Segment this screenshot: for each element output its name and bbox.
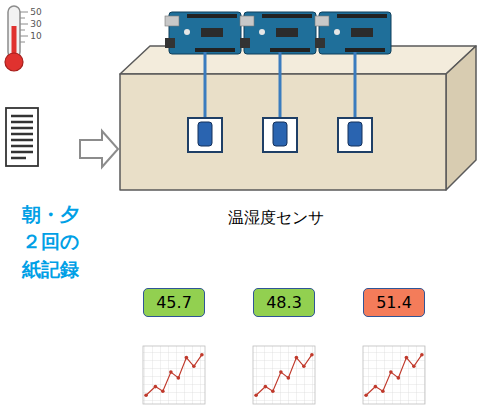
sensor-module [263,118,297,152]
paper-document-icon [6,108,38,166]
value-text: 51.4 [376,293,412,312]
sensor-cable [204,52,207,122]
sensor-module [188,118,222,152]
scale-mark: 30 [30,19,41,30]
trend-chart [253,346,315,404]
trend-chart [363,346,425,404]
arduino-board [165,12,241,54]
sensor-module [338,118,372,152]
value-text: 48.3 [266,293,302,312]
sensor-cable [279,52,282,122]
arduino-board [315,12,391,54]
value-box: 48.3 [253,288,315,317]
thermometer-icon [5,6,28,71]
value-text: 45.7 [156,293,192,312]
value-box: 45.7 [143,288,205,317]
sensor-label: 温湿度センサ [228,208,324,227]
sensor-cable [354,52,357,122]
trend-chart [143,346,205,404]
value-box: 51.4 [363,288,425,317]
flow-arrow [80,131,118,167]
enclosure-box [120,46,476,190]
arduino-board [240,12,316,54]
scale-mark: 50 [30,7,41,18]
recording-note: 朝・夕 ２回の 紙記録 [18,201,83,284]
scale-mark: 10 [30,31,41,42]
